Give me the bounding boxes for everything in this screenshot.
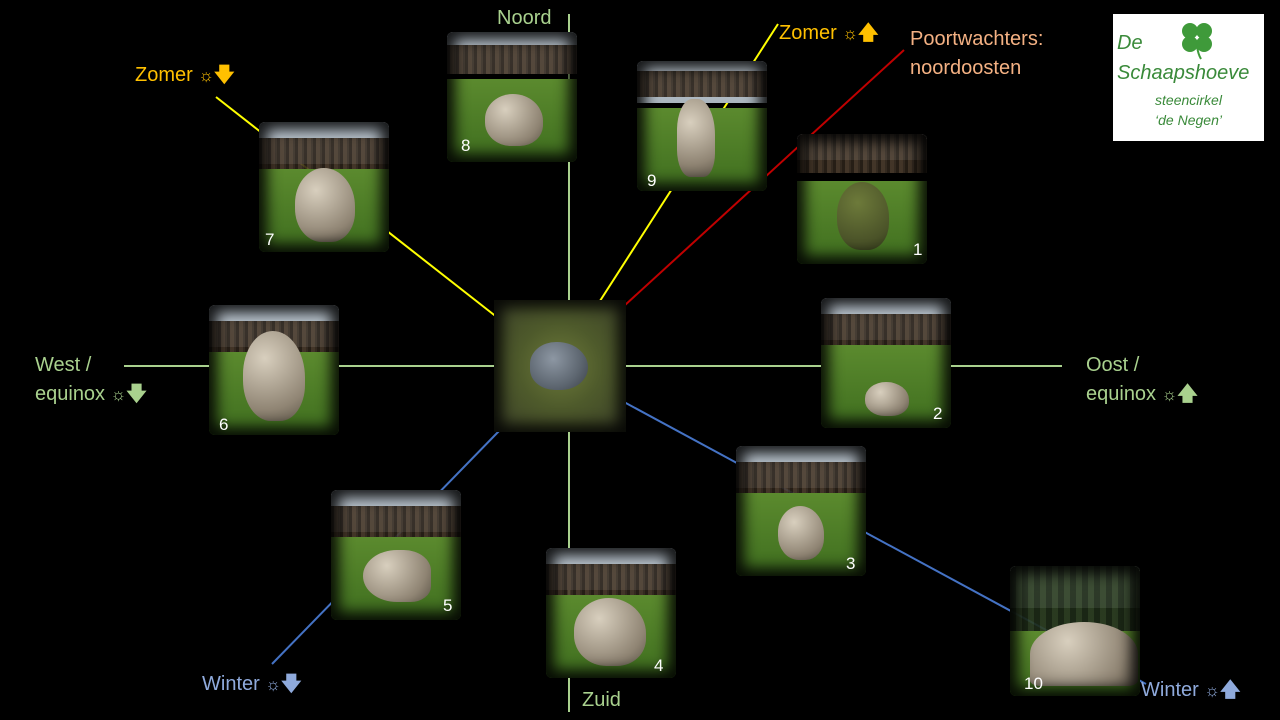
- summer-sunset-label: Zomer ☼🡇: [135, 64, 235, 86]
- stone-photo-5: 5: [331, 490, 461, 620]
- stone-photo-7: 7: [259, 122, 389, 252]
- winter-sunset-label: Winter ☼🡇: [202, 673, 302, 695]
- arrow-down-icon: 🡇: [126, 383, 147, 405]
- stone-photo-8: 8: [447, 32, 577, 162]
- sun-icon: ☼: [110, 385, 127, 404]
- gatekeepers-label-line1: Poortwachters:: [910, 28, 1044, 50]
- sun-icon: ☼: [198, 66, 214, 85]
- stone-number-9: 9: [647, 171, 657, 190]
- center-stone-photo: [494, 300, 626, 432]
- stone-number-8: 8: [461, 136, 471, 155]
- stone-number-4: 4: [654, 656, 664, 675]
- stone-photo-9: 9: [637, 61, 767, 191]
- logo-text-schaapshoeve: Schaapshoeve: [1117, 62, 1250, 84]
- sun-icon: ☼: [842, 24, 858, 43]
- stone-photo-2: 2: [821, 298, 951, 428]
- stone-number-10: 10: [1024, 674, 1043, 693]
- stone-number-2: 2: [933, 404, 943, 423]
- stone-number-7: 7: [265, 230, 275, 249]
- stone-photo-6: 6: [209, 305, 339, 435]
- arrow-up-icon: 🡅: [1219, 679, 1241, 701]
- stone-number-5: 5: [443, 596, 453, 615]
- east-label-line2: equinox ☼🡅: [1086, 383, 1198, 405]
- stone-number-6: 6: [219, 415, 229, 434]
- sun-icon: ☼: [1204, 681, 1220, 700]
- south-label: Zuid: [582, 689, 621, 711]
- logo-text-de: De: [1117, 32, 1143, 54]
- stone-photo-3: 3: [736, 446, 866, 576]
- west-label-line2: equinox ☼🡇: [35, 383, 147, 405]
- arrow-up-icon: 🡅: [1177, 383, 1198, 405]
- stone-number-3: 3: [846, 554, 856, 573]
- schaapshoeve-logo: De Schaapshoeve steencirkel ‘de Negen’: [1113, 14, 1264, 141]
- winter-sunrise-label: Winter ☼🡅: [1141, 679, 1241, 701]
- north-label: Noord: [497, 7, 552, 29]
- stone-number-1: 1: [913, 240, 923, 259]
- arrow-up-icon: 🡅: [857, 22, 879, 44]
- east-label-line1: Oost /: [1086, 354, 1140, 376]
- arrow-down-icon: 🡇: [213, 64, 235, 86]
- summer-sunrise-label: Zomer ☼🡅: [779, 22, 879, 44]
- west-label-line1: West /: [35, 354, 92, 376]
- logo-text-de-negen: ‘de Negen’: [1155, 112, 1222, 128]
- gatekeepers-label-line2: noordoosten: [910, 57, 1022, 79]
- sun-icon: ☼: [1161, 385, 1178, 404]
- arrow-down-icon: 🡇: [280, 673, 302, 695]
- stone-photo-1: 1: [797, 134, 927, 264]
- stone-photo-10: 10: [1010, 566, 1140, 696]
- sun-icon: ☼: [265, 675, 281, 694]
- logo-text-steencirkel: steencirkel: [1155, 92, 1222, 108]
- clover-icon: [1182, 23, 1212, 60]
- stone-photo-4: 4: [546, 548, 676, 678]
